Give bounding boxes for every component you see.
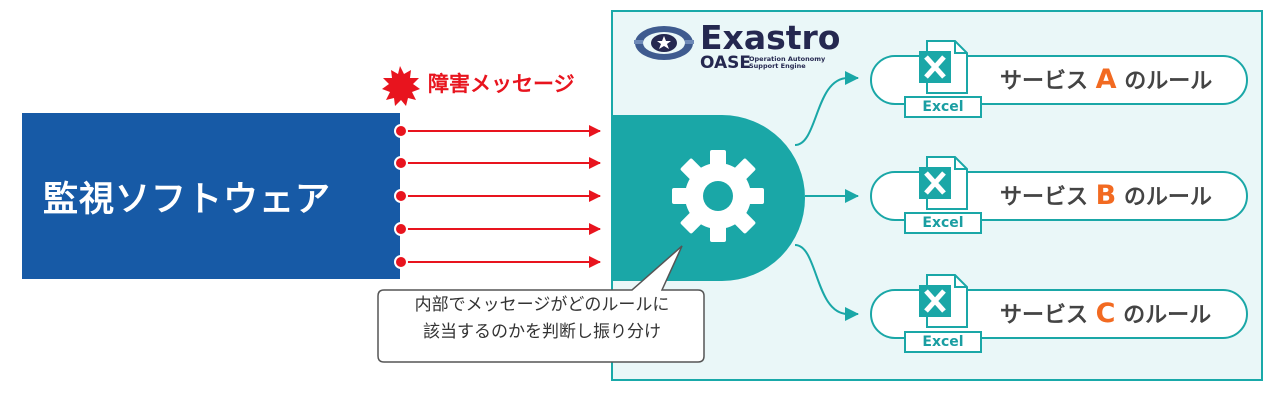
message-arrow-1 <box>394 124 601 138</box>
message-arrow-5 <box>394 255 601 269</box>
excel-icon <box>919 156 968 210</box>
rule-suffix: のルール <box>1116 69 1213 94</box>
callout-line-2: 該当するのかを判断し振り分け <box>423 322 661 342</box>
rule-prefix: サービス <box>1000 69 1096 94</box>
message-arrow-4 <box>394 222 601 236</box>
excel-icon <box>919 274 968 328</box>
excel-label-a: Excel <box>904 96 982 118</box>
routing-arrows <box>794 71 859 321</box>
callout-bubble <box>377 245 705 363</box>
rule-letter-a: A <box>1095 64 1117 95</box>
brand-tagline-line1: Operation Autonomy <box>749 55 826 63</box>
explosion-icon <box>382 66 420 106</box>
brand-product: OASE <box>700 53 752 73</box>
rule-label-c: サービス C のルール <box>1000 297 1211 329</box>
brand-tagline-line2: Support Engine <box>749 62 806 70</box>
message-arrows <box>394 124 601 269</box>
rule-prefix: サービス <box>1000 185 1096 210</box>
callout-line-1: 内部でメッセージがどのルールに <box>414 295 670 315</box>
excel-label-c: Excel <box>904 331 982 353</box>
callout-text: 内部でメッセージがどのルールに 該当するのかを判断し振り分け <box>384 292 700 346</box>
brand-name: Exastro <box>700 18 841 57</box>
rule-prefix: サービス <box>1000 303 1096 328</box>
excel-label-b: Excel <box>904 212 982 234</box>
monitoring-software-box <box>22 113 400 279</box>
alert-message-label: 障害メッセージ <box>428 72 575 96</box>
rule-label-b: サービス B のルール <box>1000 179 1212 211</box>
message-arrow-3 <box>394 189 601 203</box>
rule-letter-b: B <box>1095 180 1117 211</box>
rule-label-a: サービス A のルール <box>1000 63 1212 95</box>
rule-letter-c: C <box>1095 298 1116 329</box>
rule-suffix: のルール <box>1116 185 1212 210</box>
gear-icon <box>672 150 764 242</box>
monitoring-software-label: 監視ソフトウェア <box>42 179 331 220</box>
message-arrow-2 <box>394 156 601 170</box>
brand-tagline: Operation Autonomy Support Engine <box>749 56 825 70</box>
exastro-logo-icon <box>634 26 694 60</box>
excel-icon <box>919 40 968 94</box>
rule-suffix: のルール <box>1115 303 1212 328</box>
